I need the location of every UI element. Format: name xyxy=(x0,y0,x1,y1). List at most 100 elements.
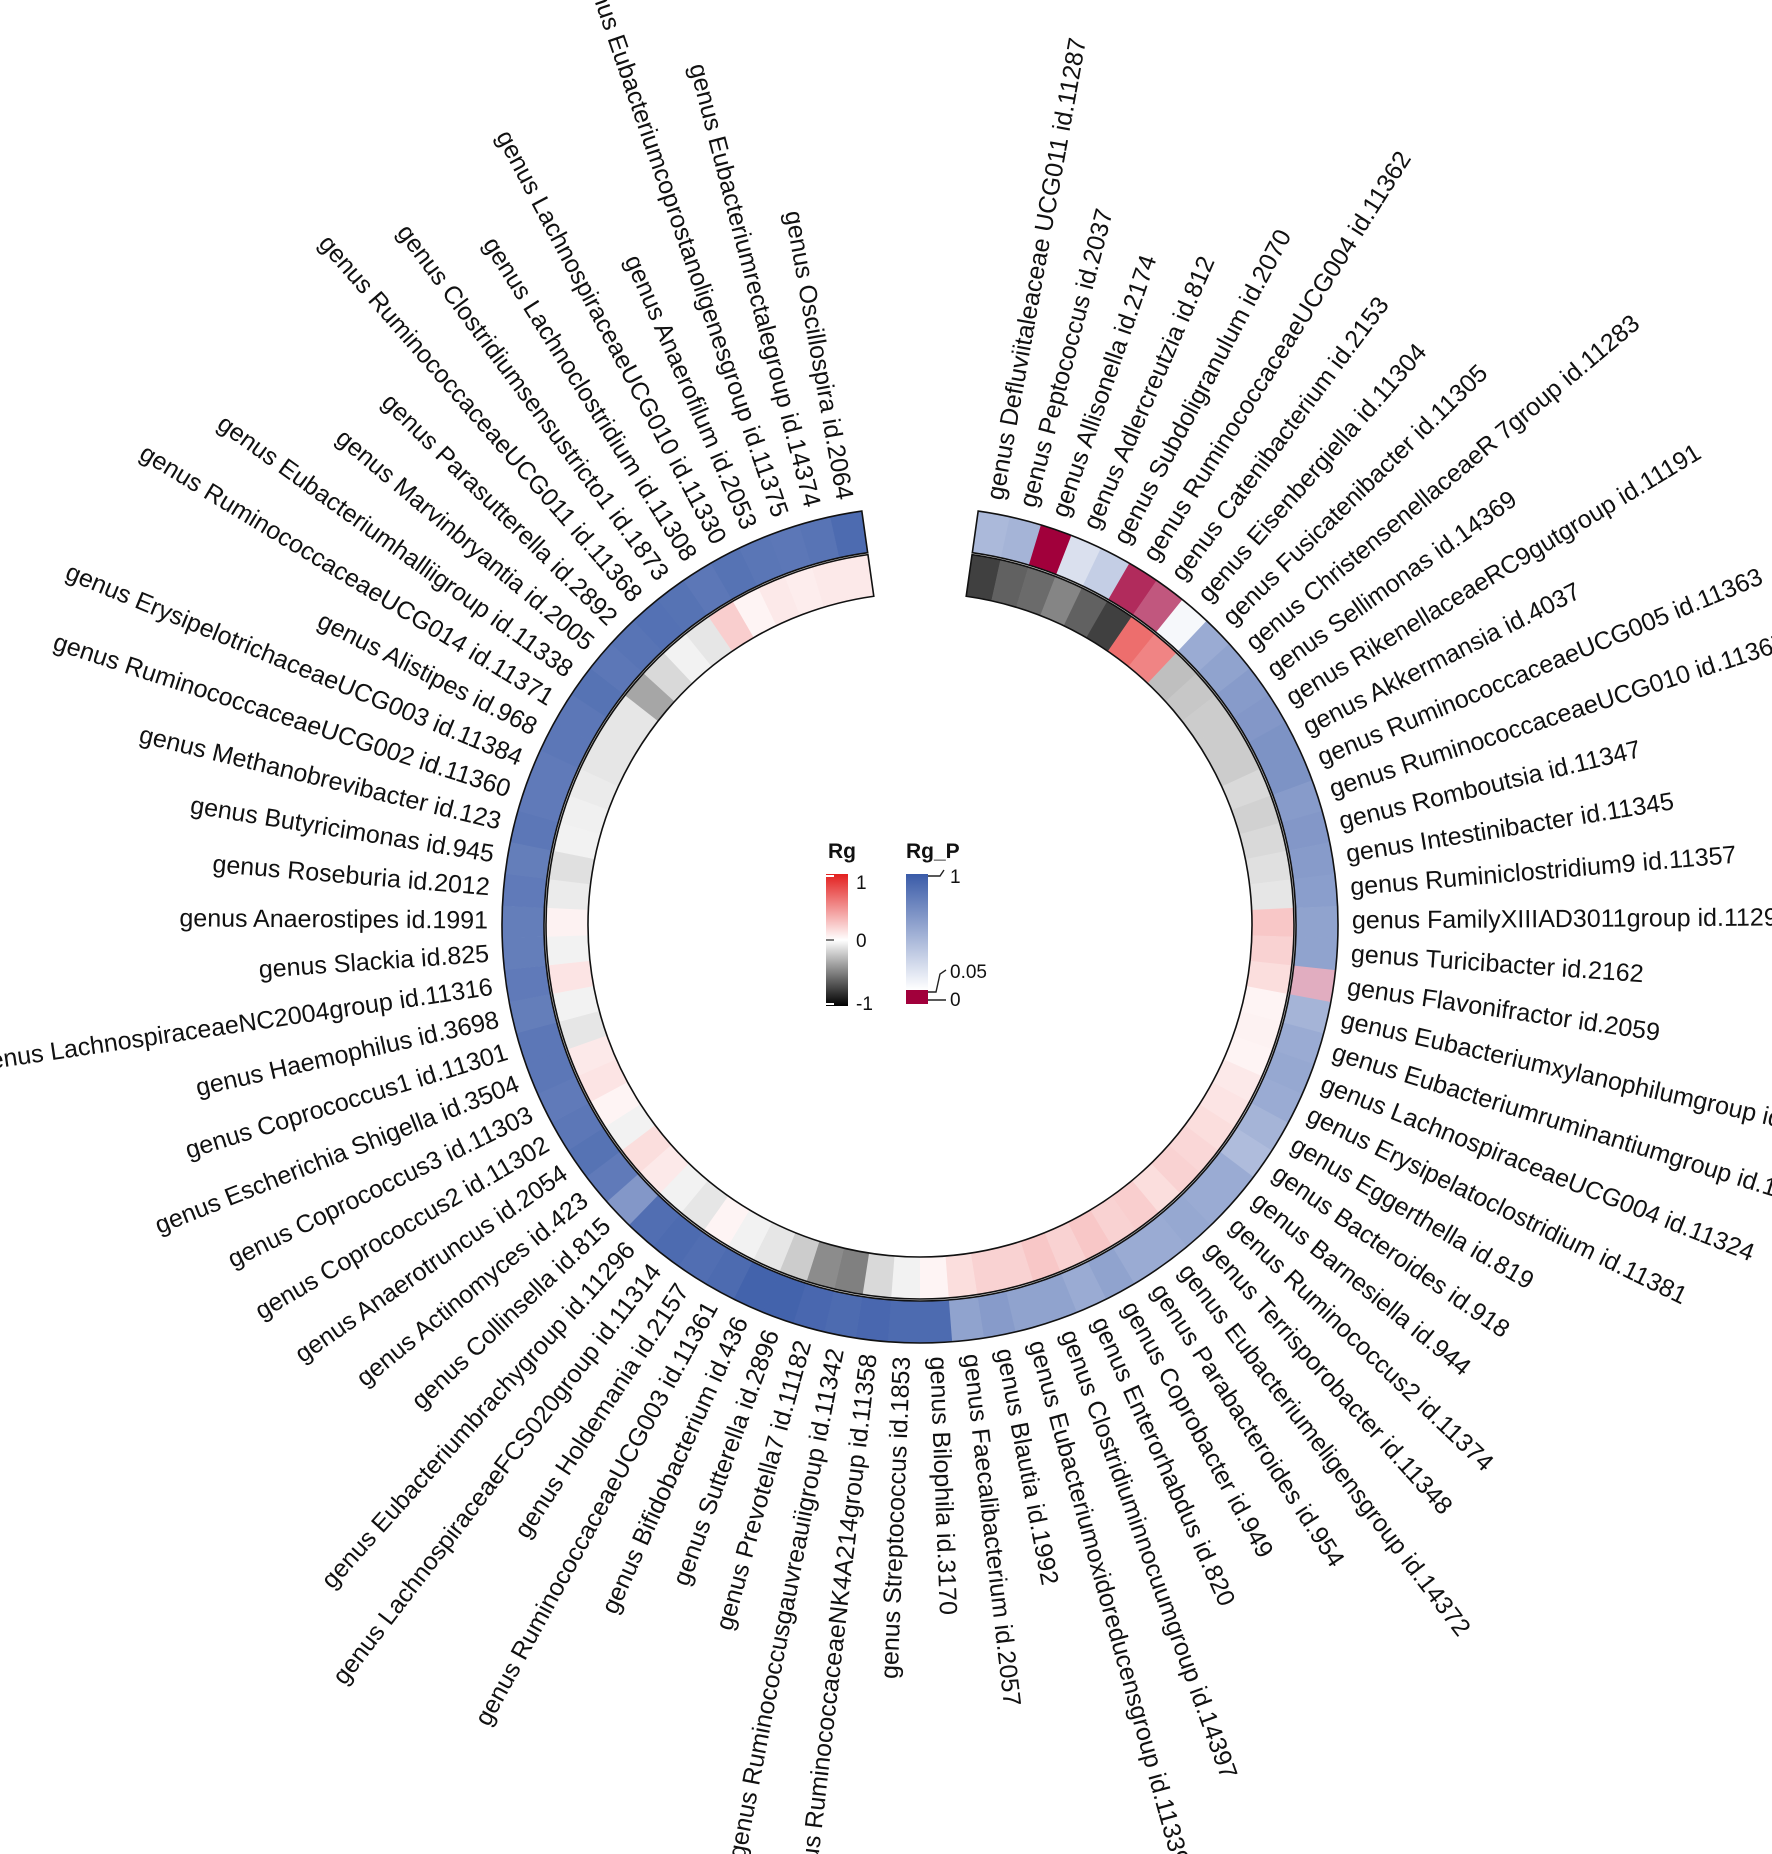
rg-p-cell xyxy=(1108,563,1157,616)
rg-p-cell xyxy=(590,643,643,695)
rg-cell xyxy=(1168,1125,1219,1174)
rg-cell xyxy=(680,1180,729,1231)
rg-p-legend: Rg_P 1 0.05 0 xyxy=(906,840,987,1011)
rg-cell xyxy=(1063,587,1108,638)
rg-p-cell xyxy=(1056,535,1102,587)
rg-p-cell xyxy=(1060,1261,1107,1313)
rg-track xyxy=(545,553,1295,1300)
rg-cell xyxy=(1165,673,1216,722)
rg-p-cell xyxy=(610,620,663,672)
rg-p-cell xyxy=(739,535,785,587)
rg-cell xyxy=(604,1103,656,1151)
rg-p-cell xyxy=(678,1231,728,1284)
rg-p-cell xyxy=(1159,1195,1211,1247)
rg-p-cell xyxy=(540,721,592,769)
rg-cell xyxy=(1086,601,1132,652)
rg-p-cell xyxy=(1293,936,1338,971)
genus-label: genus Anaerostipes id.1991 xyxy=(179,904,488,934)
rg-cell xyxy=(995,1241,1034,1290)
rg-cell xyxy=(991,559,1029,608)
rg-p-cell xyxy=(830,511,868,558)
rg-cell xyxy=(1196,718,1248,764)
rgp-legend-title: Rg_P xyxy=(906,840,960,863)
rg-cell xyxy=(1231,795,1280,835)
rgp-tick-005: 0.05 xyxy=(950,962,987,983)
rg-p-cell xyxy=(1281,810,1330,851)
rg-p-cell xyxy=(705,1247,753,1300)
rg-cell xyxy=(753,1222,796,1272)
rg-p-cell xyxy=(567,1127,621,1178)
rg-cell xyxy=(732,587,777,638)
rg-cell xyxy=(624,673,675,722)
rg-p-cell xyxy=(571,667,624,718)
rg-tick-neg1: -1 xyxy=(856,994,873,1015)
rg-cell xyxy=(784,566,825,616)
rgp-color-bar xyxy=(906,874,928,990)
rg-p-cell xyxy=(1181,1174,1234,1226)
rg-p-cell xyxy=(1261,750,1313,796)
rg-cell xyxy=(580,742,630,787)
rg-p-cell xyxy=(502,905,545,939)
rg-cell xyxy=(560,795,609,835)
rgp-tick-0: 0 xyxy=(950,990,961,1011)
rg-p-cell xyxy=(1251,1077,1303,1124)
rg-p-cell xyxy=(792,1283,834,1332)
rg-p-cell xyxy=(1136,1214,1187,1267)
rg-cell xyxy=(708,601,754,652)
rg-cell xyxy=(643,652,693,702)
rg-p-cell xyxy=(1005,1283,1047,1332)
rg-cell xyxy=(1040,576,1083,626)
rg-p-cell xyxy=(1293,873,1338,909)
rg-p-cell xyxy=(633,599,685,652)
rg-p-cell xyxy=(586,1151,639,1202)
rg-cell xyxy=(553,822,601,860)
rg-cell xyxy=(608,695,659,742)
rg-p-cell xyxy=(551,1102,604,1151)
rg-p-cell xyxy=(516,1022,566,1065)
rg-p-cell xyxy=(710,548,758,600)
rg-cell xyxy=(1020,1232,1061,1282)
rg-p-cell xyxy=(1272,780,1323,823)
rg-cell xyxy=(1184,1104,1235,1151)
rg-tick-0: 0 xyxy=(856,931,867,952)
rg-cell xyxy=(659,1163,708,1213)
rg-cell xyxy=(1210,743,1261,787)
rg-cell xyxy=(1221,768,1271,811)
rg-p-cell xyxy=(554,694,607,743)
rg-cell xyxy=(1150,1144,1201,1194)
rg-cell xyxy=(567,1035,617,1077)
rg-p-cell xyxy=(606,1173,659,1226)
rg-p-cell xyxy=(657,580,708,633)
rg-tick-1: 1 xyxy=(856,873,867,894)
rg-p-cell xyxy=(733,1261,779,1313)
rgp-tick-1: 1 xyxy=(950,867,961,888)
rg-cell xyxy=(890,1255,920,1299)
rg-cell xyxy=(834,1248,870,1295)
rg-cell xyxy=(1128,633,1177,684)
rg-cell xyxy=(779,1232,820,1282)
rg-cell xyxy=(1250,935,1294,966)
rg-p-cell xyxy=(855,1296,892,1342)
rg-p-cell xyxy=(1288,842,1335,880)
rg-cell xyxy=(590,1081,641,1127)
rg-p-cell xyxy=(972,511,1011,558)
rg-p-cell xyxy=(799,516,840,566)
genus-label: genus Bilophila id.3170 xyxy=(924,1356,962,1615)
rg-p-track-border xyxy=(501,510,1339,1344)
rg-cell xyxy=(1147,652,1197,702)
rg-cell xyxy=(1251,907,1295,938)
rg-p-cell xyxy=(1033,1273,1077,1324)
rg-p-cell xyxy=(1000,516,1042,566)
rg-p-cell xyxy=(1216,668,1269,718)
rgp-tick-leader-005 xyxy=(928,969,947,993)
rg-p-cell xyxy=(1219,1127,1272,1178)
rg-cell xyxy=(966,554,1001,601)
rg-p-cell xyxy=(683,563,732,615)
genus-label: genus RuminococcaceaeNK4A214group id.113… xyxy=(791,1352,882,1854)
rg-cell xyxy=(1232,1011,1282,1050)
rg-cell xyxy=(685,616,733,667)
rg-p-cell xyxy=(1155,599,1207,652)
rg-legend: Rg 1 0 -1 xyxy=(826,840,873,1015)
